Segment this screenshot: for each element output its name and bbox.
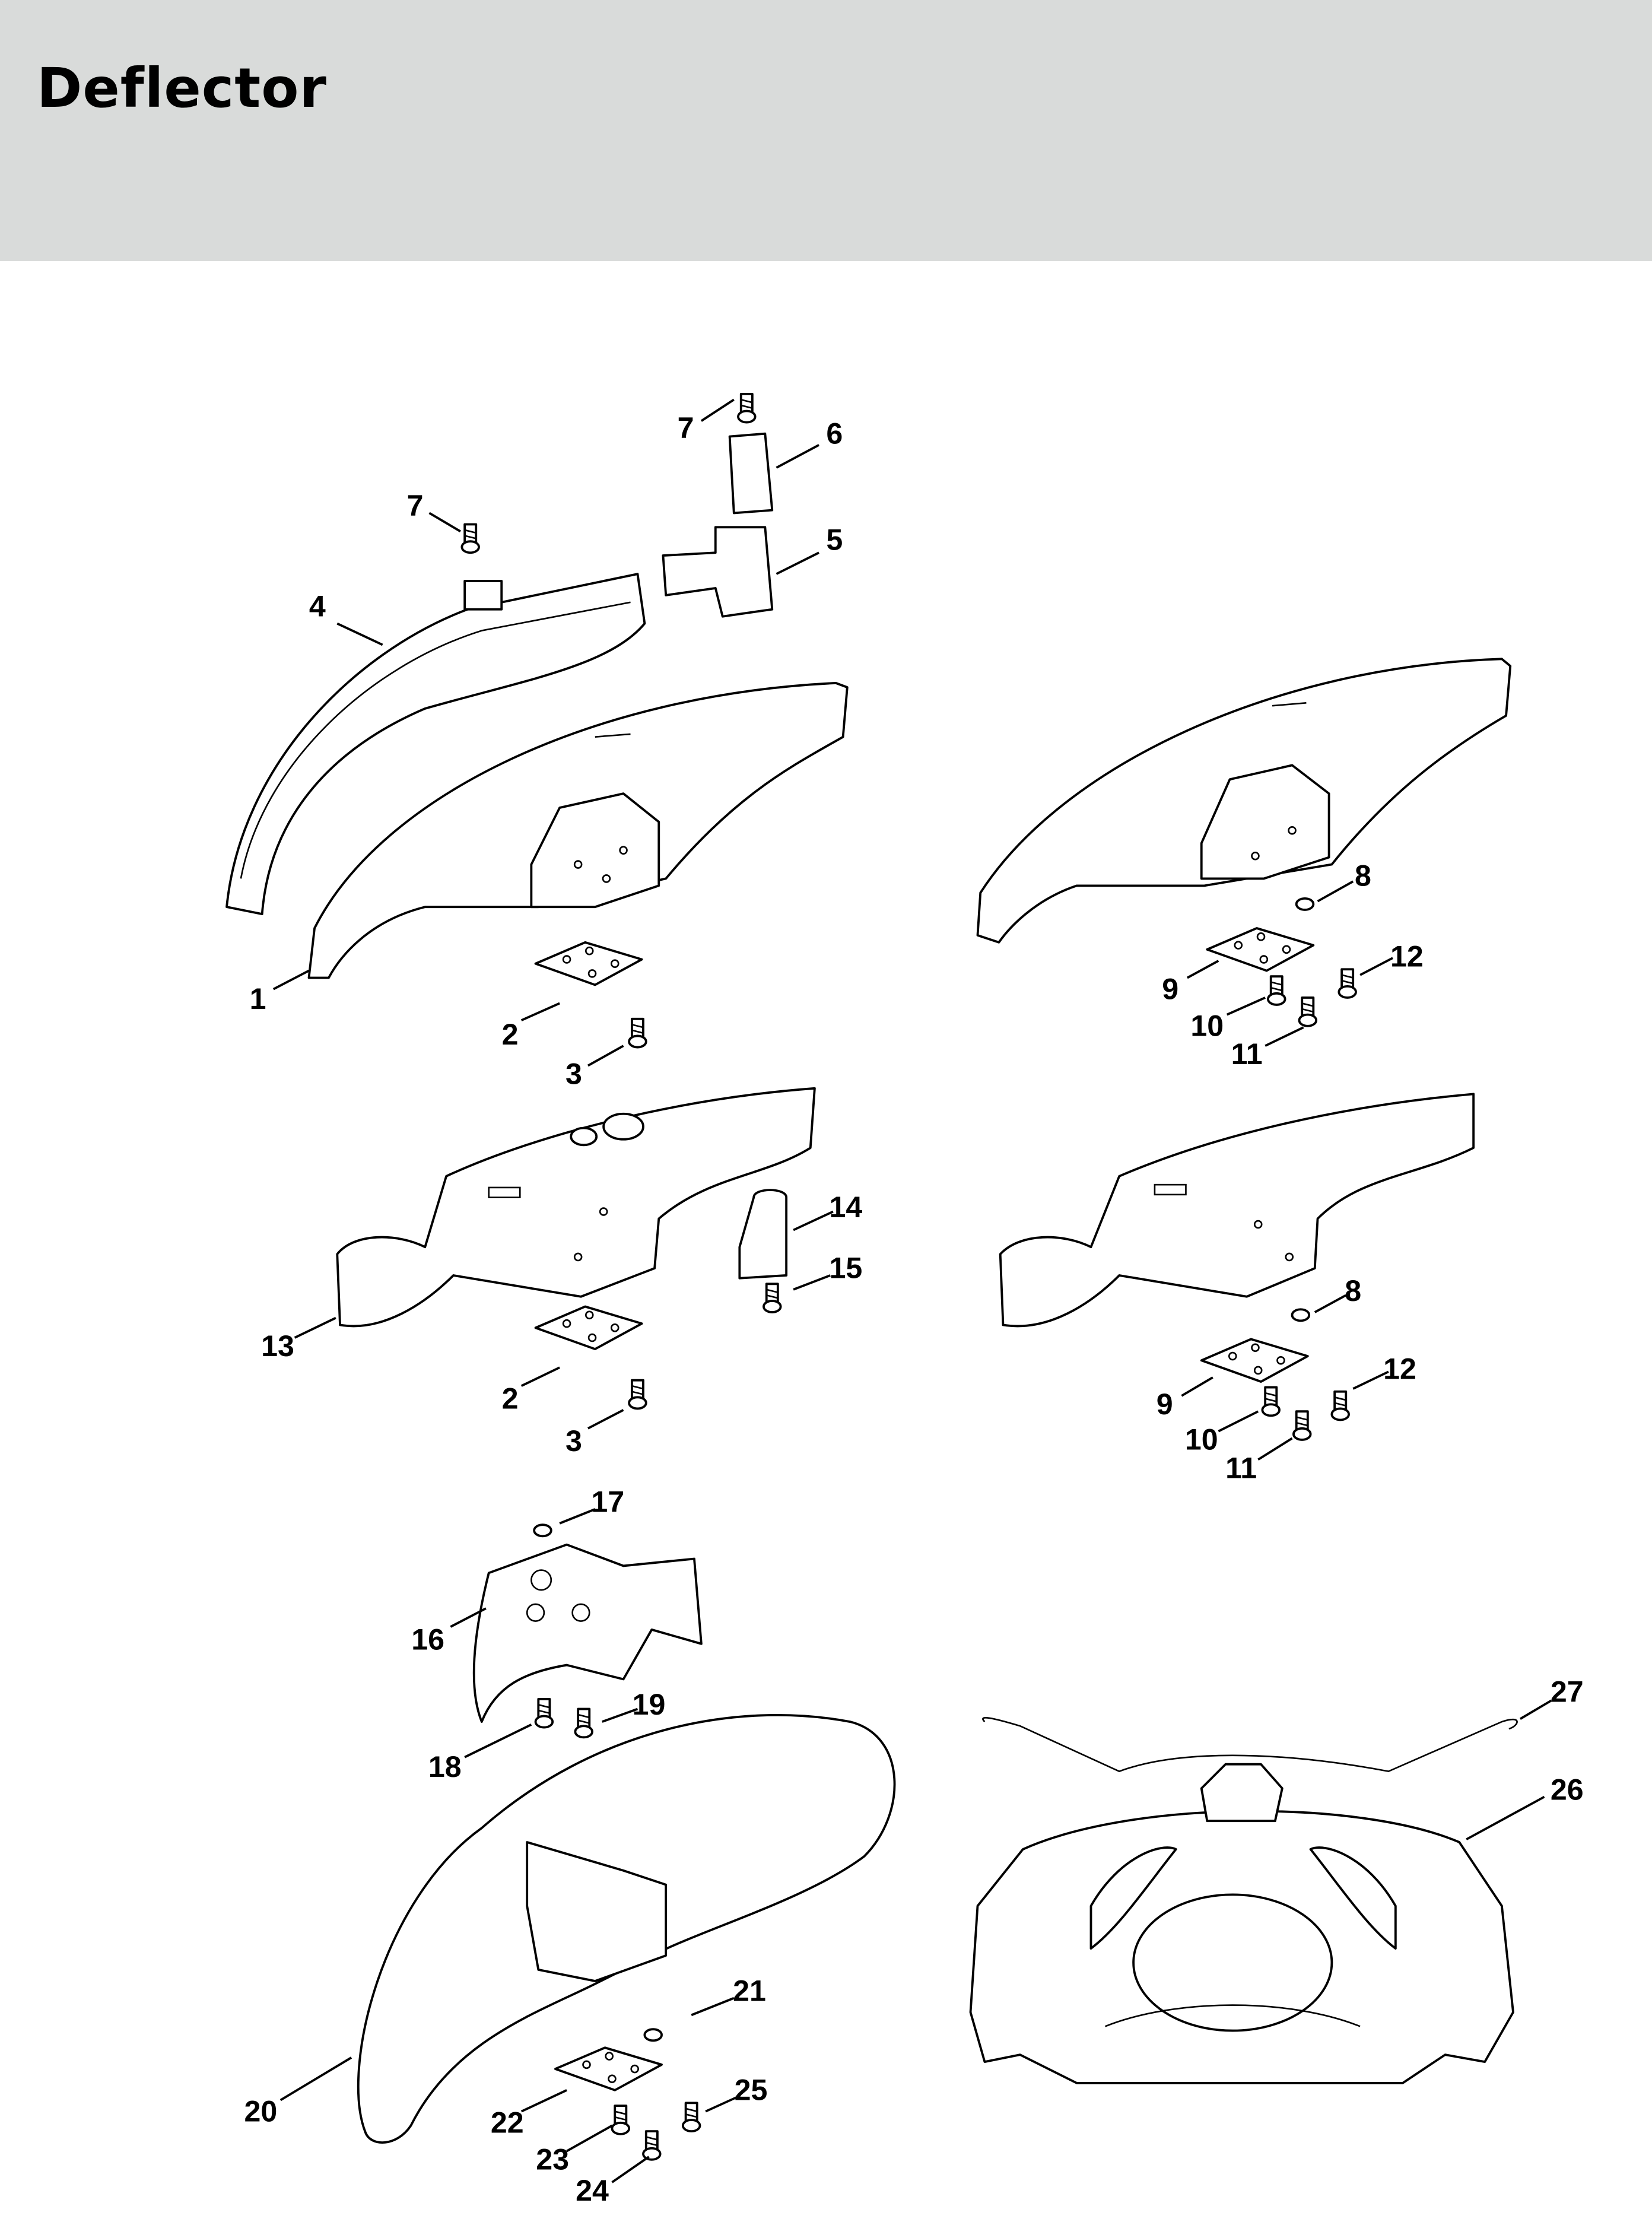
deflector-assembly-13 [336,1087,816,1410]
callout-21: 21 [733,1974,766,2007]
guard-strip-4 [225,573,646,916]
screw-3 [628,1017,647,1049]
screw-18 [534,1697,554,1729]
screw-12b [1330,1390,1350,1421]
callout-16: 16 [411,1623,444,1656]
screw-11 [1298,996,1318,1027]
callout-15: 15 [830,1252,863,1285]
plate-9 [1206,927,1315,972]
callout-6: 6 [826,417,843,450]
callout-14: 14 [830,1191,863,1224]
screw-15 [763,1283,782,1313]
callout-9: 9 [1157,1388,1173,1421]
callout-3: 3 [566,1424,582,1458]
callout-19: 19 [633,1688,666,1721]
callout-10: 10 [1190,1009,1224,1042]
callout-11: 11 [1231,1037,1263,1071]
callout-20: 20 [244,2094,277,2128]
screw-10b [1261,1386,1281,1417]
callout-11: 11 [1225,1451,1257,1484]
callout-8: 8 [1345,1274,1361,1307]
plate-22 [554,2046,663,2091]
callout-25: 25 [735,2074,768,2107]
callout-17: 17 [591,1485,624,1519]
spring-27 [982,1717,1518,1773]
deflector-assembly-2 [976,658,1512,1027]
clamp-6 [728,432,774,515]
washer-21 [643,2028,663,2042]
screw-23 [611,2104,631,2135]
screw-10 [1267,975,1286,1006]
callout-5: 5 [826,523,843,556]
callout-26: 26 [1551,1773,1584,1806]
callout-13: 13 [261,1329,294,1363]
leader-lines [272,398,1552,2183]
deflector-assembly-20 [357,1714,896,2161]
callout-9: 9 [1162,972,1178,1005]
callout-8: 8 [1355,859,1371,892]
page-header: Deflector [0,0,1652,261]
page-title: Deflector [37,56,327,120]
callout-1: 1 [250,982,266,1015]
deflector-assembly-4 [999,1093,1475,1441]
housing-assembly-26 [969,1717,1518,2084]
callout-4: 4 [309,590,326,623]
screw-3b [628,1379,647,1410]
callout-12: 12 [1383,1352,1416,1385]
washer-8b [1291,1308,1311,1322]
callout-27: 27 [1551,1675,1584,1709]
deflector-assembly-1 [225,392,849,1049]
screw-25 [681,2102,701,2133]
callout-3: 3 [566,1058,582,1091]
washer-8 [1295,897,1315,911]
screw-7-top [737,392,757,424]
housing-16 [472,1543,703,1723]
callout-12: 12 [1390,939,1424,973]
clamp-14 [738,1189,788,1280]
bracket-5 [662,526,774,618]
callout-10: 10 [1185,1423,1218,1456]
callout-18: 18 [428,1750,462,1783]
callout-22: 22 [491,2106,524,2139]
callout-7: 7 [678,411,694,445]
housing-assembly-16 [472,1523,703,1739]
washer-17 [533,1523,552,1538]
callout-2: 2 [502,1018,519,1051]
screw-12 [1338,968,1357,999]
plate-2 [534,941,643,986]
screw-7 [460,523,480,554]
plate-9b [1200,1338,1309,1383]
callout-23: 23 [536,2143,569,2176]
callout-2: 2 [502,1382,519,1415]
screw-19 [574,1707,593,1739]
callout-labels: 7 7 6 5 4 1 2 3 8 12 9 10 11 14 15 13 2 … [244,411,1583,2207]
plate-2b [534,1305,643,1351]
screw-24 [642,2130,662,2161]
callout-24: 24 [576,2174,609,2207]
screw-11b [1292,1410,1312,1441]
deflector-13 [336,1087,816,1328]
callout-7: 7 [407,489,424,522]
